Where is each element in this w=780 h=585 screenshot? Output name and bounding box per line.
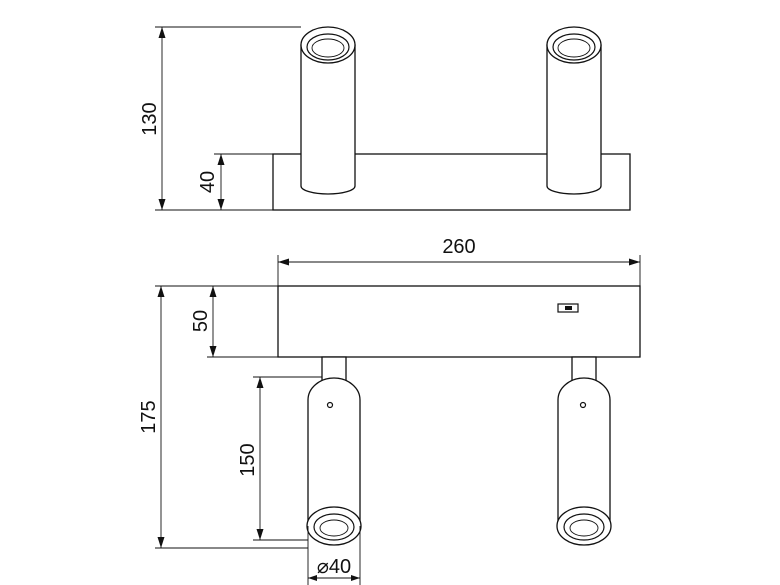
dimension-260: 260 <box>277 236 641 286</box>
dimension-50-label: 50 <box>190 310 212 332</box>
dimension-260-label: 260 <box>442 236 475 258</box>
dimension-diameter-label: ⌀40 <box>317 556 351 578</box>
switch-icon <box>557 303 579 313</box>
dimension-50: 50 <box>155 285 278 358</box>
top-view-cylinder-left <box>300 26 356 195</box>
dimension-40: 40 <box>197 153 273 210</box>
dimension-175-label: 175 <box>138 400 160 433</box>
front-view-spot-left <box>306 356 362 546</box>
front-view-spot-right <box>556 356 612 546</box>
dimension-130: 130 <box>139 26 301 211</box>
dimension-diameter-40: ⌀40 <box>307 526 361 585</box>
dimension-175: 175 <box>138 286 308 549</box>
top-view: 130 40 <box>139 26 631 211</box>
front-view-base <box>277 285 641 358</box>
dimension-40-label: 40 <box>197 171 219 193</box>
dimension-150: 150 <box>237 376 322 541</box>
dimension-150-label: 150 <box>237 443 259 476</box>
front-view: 260 50 175 150 <box>138 236 641 585</box>
top-view-cylinder-right <box>546 26 602 195</box>
dimension-130-label: 130 <box>139 102 161 135</box>
